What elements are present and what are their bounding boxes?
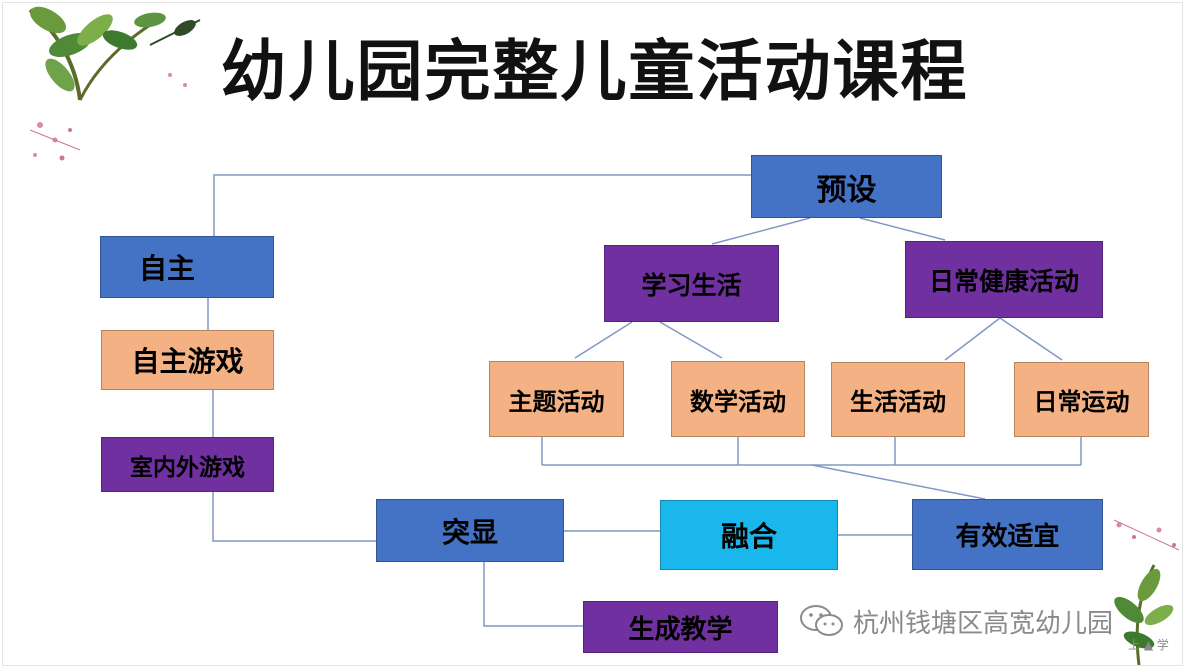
watermark-text: 杭州钱塘区高宽幼儿园 (853, 608, 1114, 639)
page-title: 幼儿园完整儿童活动课程 (220, 33, 969, 110)
node-indoor-outdoor-play: 室内外游戏 (101, 437, 274, 492)
node-life-activity-label: 生活活动 (850, 388, 946, 416)
node-preset: 预设 (751, 155, 942, 218)
node-learning-life-label: 学习生活 (641, 270, 742, 300)
node-math-activity-label: 数学活动 (690, 387, 786, 416)
watermark: 杭州钱塘区高宽幼儿园 (797, 598, 1113, 644)
watermark-subtext: 上 ▲ 学 (1128, 638, 1169, 652)
node-highlight: 突显 (376, 499, 564, 562)
node-integration: 融合 (660, 500, 838, 570)
node-indoor-outdoor-play-label: 室内外游戏 (130, 454, 245, 481)
node-autonomy: 自主 (100, 236, 274, 298)
node-preset-label: 预设 (816, 172, 877, 208)
node-theme-activity-label: 主题活动 (508, 387, 605, 416)
node-learning-life: 学习生活 (604, 245, 779, 322)
node-math-activity: 数学活动 (671, 361, 805, 437)
node-effective-appropriate-label: 有效适宜 (955, 522, 1060, 552)
node-theme-activity: 主题活动 (489, 361, 624, 437)
node-autonomous-play-label: 自主游戏 (131, 345, 244, 378)
node-life-activity: 生活活动 (831, 362, 965, 437)
node-autonomy-label: 自主 (139, 252, 196, 285)
wechat-icon (800, 605, 843, 636)
node-generative-teaching-label: 生成教学 (628, 614, 733, 645)
leaf-decoration-bottom-right (1113, 519, 1180, 665)
node-effective-appropriate: 有效适宜 (912, 499, 1103, 570)
node-integration-label: 融合 (720, 520, 777, 553)
node-daily-health-label: 日常健康活动 (928, 266, 1079, 296)
node-generative-teaching: 生成教学 (583, 601, 778, 653)
node-autonomous-play: 自主游戏 (101, 330, 274, 390)
node-daily-health: 日常健康活动 (905, 241, 1103, 318)
node-daily-exercise: 日常运动 (1014, 362, 1149, 437)
node-highlight-label: 突显 (441, 515, 498, 549)
leaf-decoration-top-left (28, 6, 201, 161)
node-daily-exercise-label: 日常运动 (1033, 388, 1130, 416)
